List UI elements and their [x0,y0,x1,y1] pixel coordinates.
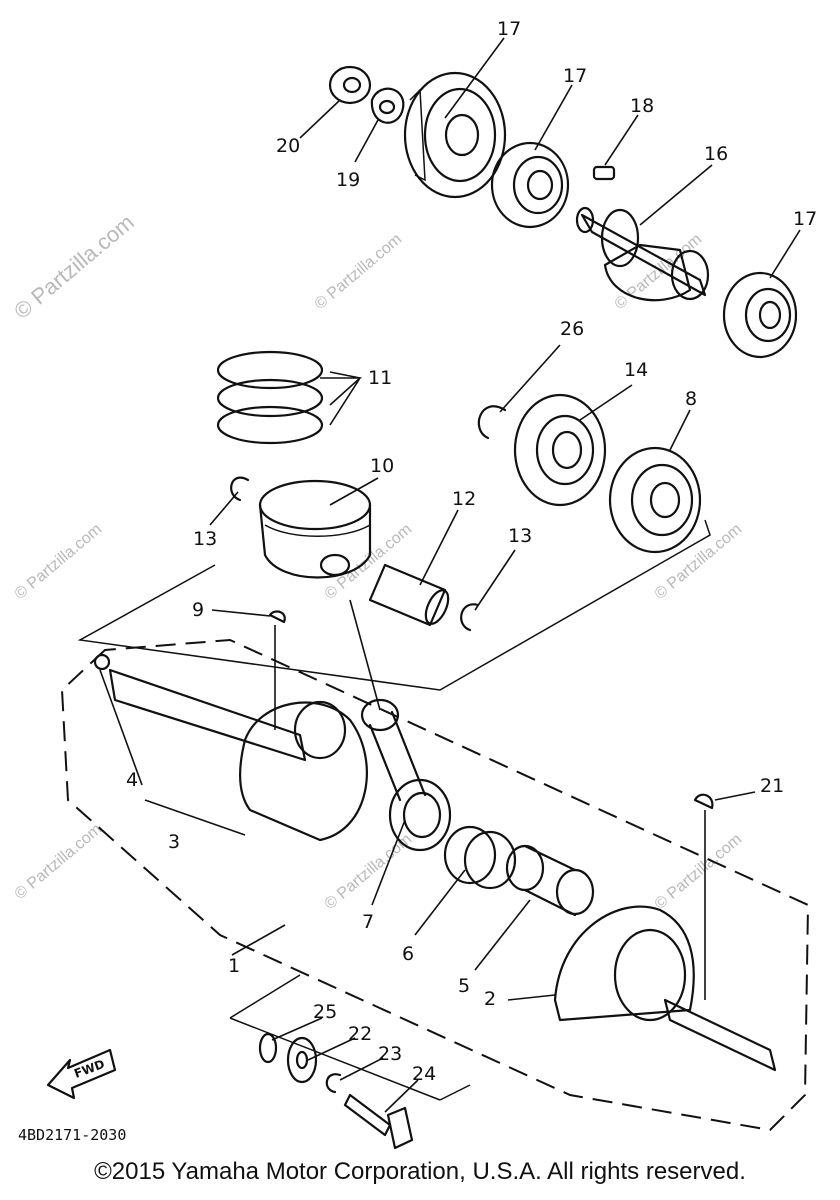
callout-17-lower: 17 [793,208,817,230]
callout-6: 6 [402,943,414,965]
circlip-part-23 [325,1073,342,1094]
callout-11: 11 [368,367,392,389]
callout-14: 14 [624,359,648,381]
callout-12: 12 [452,488,476,510]
callout-8: 8 [685,388,697,410]
watermark: © Partzilla.com [652,831,746,913]
washer-part-22 [286,1036,318,1084]
callout-13-right: 13 [508,525,532,547]
balancer-shaft-part-16 [575,206,710,302]
callout-26: 26 [560,318,584,340]
callout-2: 2 [484,988,496,1010]
woodruff-key-part-21 [693,793,714,810]
watermark-large: © Partzilla.com [9,209,139,323]
callout-labels: 17 17 18 16 17 20 19 26 14 8 11 10 12 13… [126,18,817,1085]
callout-19: 19 [336,169,360,191]
bolt-part-24 [343,1093,414,1150]
callout-16: 16 [704,143,728,165]
bearing-part-17-lower [722,271,798,359]
callout-15: 17 [497,18,521,40]
assembly-boundary [60,638,810,1132]
gear-part-15 [403,71,507,199]
callout-22: 22 [348,1023,372,1045]
crank-right-part-2 [553,905,777,1072]
bolt-group-outline [229,974,471,1101]
circlip-part-26 [477,405,507,440]
callout-21: 21 [760,775,784,797]
key-part-18 [592,165,616,181]
watermark: © Partzilla.com [12,521,106,603]
lock-washer-part-19 [370,87,405,124]
callout-24: 24 [412,1063,436,1085]
callout-18: 18 [630,95,654,117]
copyright-notice: ©2015 Yamaha Motor Corporation, U.S.A. A… [94,1158,746,1185]
callout-3: 3 [168,831,180,853]
callout-10: 10 [370,455,394,477]
bearing-part-17-upper [490,141,570,229]
watermark: © Partzilla.com [652,521,746,603]
circlip-part-13-right [460,603,480,632]
callout-17-upper: 17 [563,65,587,87]
crank-pin-part-5 [505,844,595,917]
piston-rings-part-11 [216,350,324,445]
callout-7: 7 [362,911,374,933]
o-ring-part-25 [258,1032,278,1064]
woodruff-key-part-9 [268,610,286,624]
crank-left-part-3 [93,653,368,842]
forward-arrow-icon: FWD [46,1048,117,1100]
bearing-part-8 [608,446,702,554]
watermark: © Partzilla.com [322,521,416,603]
piston-part-10 [258,479,372,579]
callout-25: 25 [313,1001,337,1023]
callout-1: 1 [228,955,240,977]
piston-group-outline [77,519,711,691]
watermark: © Partzilla.com [312,231,406,313]
gear-part-14 [513,393,607,507]
fwd-label: FWD [72,1057,106,1081]
nut-part-20 [328,65,372,105]
callout-13-left: 13 [193,528,217,550]
callout-5: 5 [458,975,470,997]
circlip-part-13-left [230,476,250,502]
watermark: © Partzilla.com [12,821,106,903]
callout-4: 4 [126,769,138,791]
needle-bearing-part-6 [443,825,517,890]
watermark-layer: © Partzilla.com © Partzilla.com © Partzi… [9,209,745,913]
diagram-code: 4BD2171-2030 [18,1126,126,1144]
callout-9: 9 [192,599,204,621]
callout-20: 20 [276,135,300,157]
leader-lines [99,37,801,1113]
callout-23: 23 [378,1043,402,1065]
piston-pin-part-12 [368,563,450,627]
connecting-rod-part-7 [360,698,452,852]
